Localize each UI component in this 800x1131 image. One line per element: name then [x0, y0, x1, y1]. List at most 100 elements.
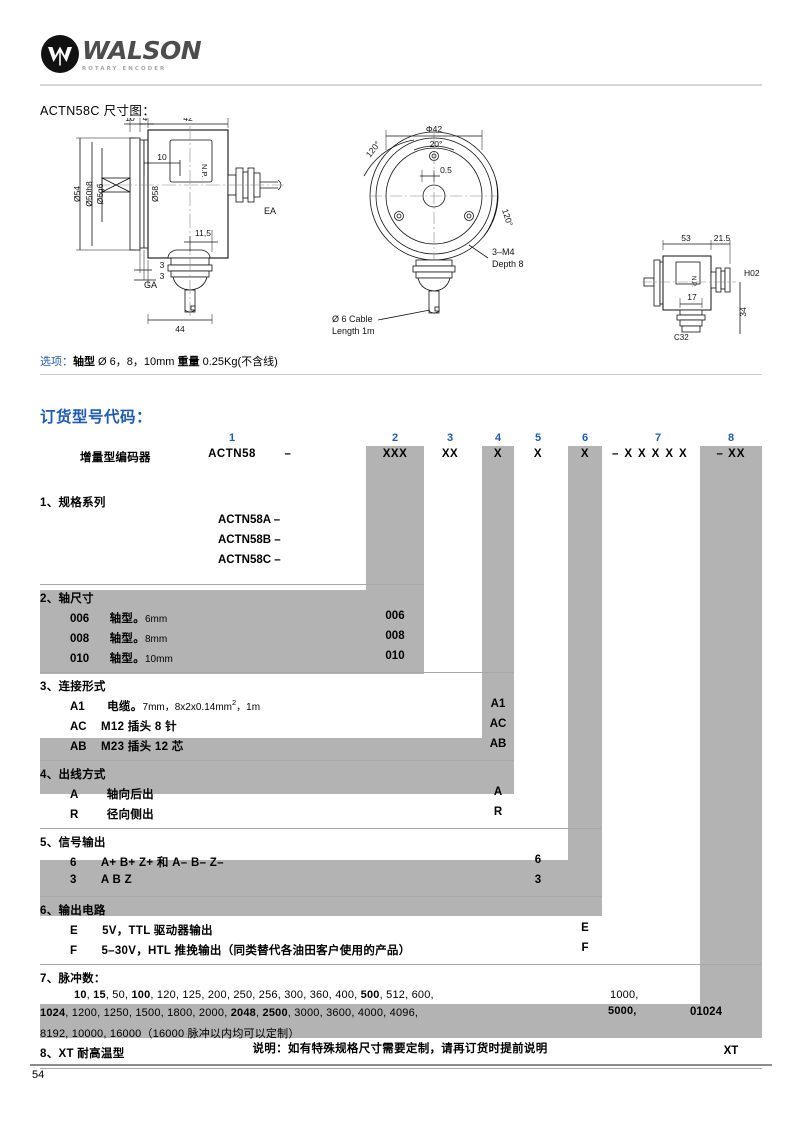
section-3-row-1: A1 电缆。7mm，8x2x0.14mm2，1m [70, 698, 260, 714]
section-2-row-1: 006 轴型。6mm [70, 610, 167, 626]
svg-text:120°: 120° [500, 208, 515, 228]
section-3-value-2: AC [489, 718, 507, 730]
section-3-heading: 3、连接形式 [40, 678, 106, 694]
column-number-7: 7 [654, 432, 662, 444]
separator-1 [40, 584, 424, 585]
section-7-index: 7、 [40, 973, 59, 985]
section-3-desc-2: M12 插头 8 针 [101, 721, 177, 733]
section-4-value-1: A [493, 786, 503, 798]
page-number: 54 [32, 1069, 45, 1081]
pulse-line-c: 8192, 10000, 16000（16000 脉冲以内均可以定制） [40, 1028, 300, 1040]
section-1-row-2: ACTN58B – [218, 534, 281, 546]
band-column-8 [700, 446, 762, 1038]
code-cell-4: X [493, 448, 503, 460]
code-cell-8: – XX [716, 448, 746, 460]
svg-text:Ø58: Ø58 [150, 186, 160, 202]
code-cell-2: XXX [382, 448, 408, 460]
section-2-value-3: 010 [385, 650, 405, 662]
section-5-index: 5、 [40, 837, 59, 849]
section-3-code-1: A1 [70, 701, 85, 713]
section-6-index: 6、 [40, 905, 59, 917]
svg-text:3: 3 [160, 271, 165, 281]
order-code-table: 1 2 3 4 5 6 7 8 增量型编码器 ACTN58 – XXX XX X… [0, 432, 800, 1069]
brand-logo: WALSON ROTARY ENCODER [40, 32, 240, 76]
svg-text:EA: EA [264, 206, 276, 216]
order-note: 说明：如有特殊规格尺寸需要定制，请再订货时提前说明 [252, 1043, 548, 1055]
section-8-index: 8、 [40, 1048, 59, 1060]
svg-text:3: 3 [160, 260, 165, 270]
separator-3 [40, 760, 514, 761]
svg-text:3–M4: 3–M4 [492, 247, 515, 257]
svg-text:0.5: 0.5 [440, 165, 452, 175]
code-cell-dash: – [284, 448, 292, 460]
section-2-size-1: 6mm [145, 614, 168, 625]
section-3-index: 3、 [40, 681, 59, 693]
section-3-code-2: AC [70, 721, 87, 733]
svg-text:Ø 6 Cable: Ø 6 Cable [332, 314, 373, 324]
section-2-desc-1: 轴型。 [109, 613, 145, 625]
dimension-drawing: N.P. EA [40, 118, 762, 346]
separator-2 [40, 672, 514, 673]
section-5-desc-2: A B Z [100, 874, 132, 886]
section-7-title-row: 7、脉冲数： [40, 970, 106, 986]
section-4-desc-2: 径向侧出 [106, 809, 154, 821]
section-3-code-3: AB [70, 741, 87, 753]
section-1-title: 规格系列 [58, 497, 106, 509]
band-column-2b [40, 590, 424, 674]
pulse-line-a-col7: 1000, [610, 989, 639, 1001]
section-4-desc-1: 轴向后出 [106, 789, 154, 801]
svg-text:44: 44 [175, 324, 185, 334]
section-2-heading: 2、轴尺寸 [40, 590, 94, 606]
section-divider [40, 374, 762, 375]
svg-text:N.P.: N.P. [690, 276, 696, 287]
section-5-code-2: 3 [70, 874, 77, 886]
band-column-4b [40, 738, 514, 794]
dimension-drawing-title: ACTN58C 尺寸图： [40, 104, 156, 118]
svg-text:17: 17 [687, 292, 697, 302]
section-2-row-2: 008 轴型。8mm [70, 630, 167, 646]
column-number-2: 2 [391, 432, 399, 444]
section-3-tail-1: ，1m [236, 702, 261, 713]
product-label: 增量型编码器 [80, 452, 151, 464]
section-2-index: 2、 [40, 593, 59, 605]
svg-text:20°: 20° [430, 139, 443, 149]
section-4-value-2: R [493, 806, 503, 818]
separator-4 [40, 828, 602, 829]
section-6-value-1: E [581, 922, 589, 934]
section-6-title: 输出电路 [58, 905, 106, 917]
svg-text:Depth 8: Depth 8 [492, 259, 524, 269]
code-cell-7: – X X X X X [611, 448, 689, 460]
section-4-index: 4、 [40, 769, 59, 781]
section-7-title: 脉冲数： [58, 973, 106, 985]
section-2-title: 轴尺寸 [58, 593, 94, 605]
section-8-heading: 8、XT 耐高温型 [40, 1045, 125, 1061]
code-cell-6: X [580, 448, 590, 460]
svg-text:21.5: 21.5 [714, 233, 731, 243]
section-2-value-1: 006 [385, 610, 405, 622]
pulse-line-a: 10, 15, 50, 100, 120, 125, 200, 250, 256… [74, 989, 434, 1001]
brand-name: WALSON [82, 36, 202, 65]
band-column-6 [568, 446, 602, 904]
section-1-row-1: ACTN58A – [218, 514, 281, 526]
svg-text:Ø50h8: Ø50h8 [84, 181, 94, 207]
section-1-heading: 1、规格系列 [40, 494, 106, 510]
section-5-row-2: 3 A B Z [70, 874, 132, 886]
section-2-code-1: 006 [70, 613, 90, 625]
svg-text:10: 10 [157, 152, 167, 162]
section-7-value: 01024 [690, 1006, 722, 1018]
column-number-5: 5 [534, 432, 542, 444]
section-2-desc-2: 轴型。 [109, 633, 145, 645]
svg-text:Φ42: Φ42 [426, 124, 443, 134]
section-3-title: 连接形式 [58, 681, 106, 693]
section-6-code-1: E [70, 925, 78, 937]
svg-text:10: 10 [125, 118, 135, 123]
options-line: 选项：轴型 Ø 6，8，10mm 重量 0.25Kg(不含线) [40, 353, 278, 369]
svg-text:N.P.: N.P. [200, 164, 209, 178]
section-2-size-3: 10mm [145, 654, 173, 665]
section-6-heading: 6、输出电路 [40, 902, 106, 918]
separator-6 [40, 964, 762, 965]
section-5-heading: 5、信号输出 [40, 834, 106, 850]
section-3-value-1: A1 [490, 698, 506, 710]
brand-wordmark: WALSON ROTARY ENCODER [82, 36, 202, 72]
section-2-size-2: 8mm [145, 634, 168, 645]
